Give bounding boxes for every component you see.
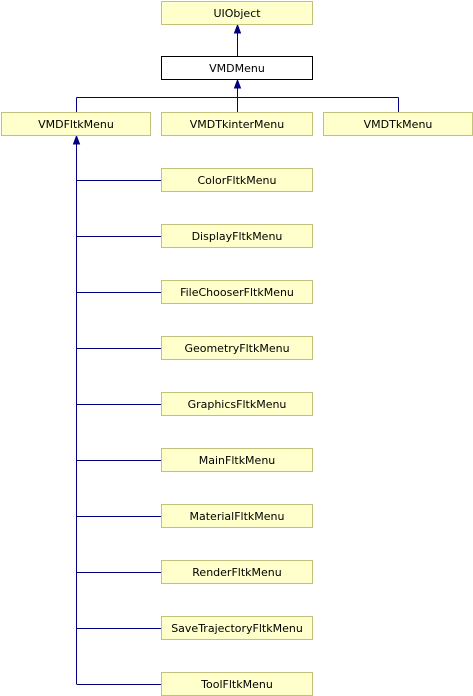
arrowhead-vmdfltkmenu [72,134,81,145]
inheritance-edges [72,23,399,685]
class-node-displayfltkmenu[interactable]: DisplayFltkMenu [161,224,313,248]
class-node-label: GraphicsFltkMenu [188,398,287,411]
class-node-graphicsfltkmenu[interactable]: GraphicsFltkMenu [161,392,313,416]
class-node-label: ColorFltkMenu [198,174,277,187]
class-node-mainfltkmenu[interactable]: MainFltkMenu [161,448,313,472]
class-node-box [161,616,313,640]
class-node-label: UIObject [213,7,261,20]
class-node-filechooserfltkmenu[interactable]: FileChooserFltkMenu [161,280,313,304]
class-node-vmdtkintermenu[interactable]: VMDTkinterMenu [161,112,313,136]
class-node-box [1,112,151,136]
class-node-box [161,1,313,25]
class-node-colorfltkmenu[interactable]: ColorFltkMenu [161,168,313,192]
class-node-label: RenderFltkMenu [192,566,281,579]
class-node-savetrajectoryfltkmenu[interactable]: SaveTrajectoryFltkMenu [161,616,313,640]
class-node-vmdmenu: VMDMenu [161,56,313,80]
class-node-label: MainFltkMenu [199,454,276,467]
class-node-label: VMDMenu [209,62,265,75]
class-node-label: SaveTrajectoryFltkMenu [171,622,303,635]
class-node-box [161,280,313,304]
class-node-label: DisplayFltkMenu [192,230,283,243]
arrowhead-vmdmenu [233,78,242,89]
class-node-toolfltkmenu[interactable]: ToolFltkMenu [161,672,313,696]
class-node-label: FileChooserFltkMenu [180,286,294,299]
class-node-materialfltkmenu[interactable]: MaterialFltkMenu [161,504,313,528]
class-node-box [161,336,313,360]
class-node-box [161,168,313,192]
class-node-box [161,504,313,528]
class-node-uiobject[interactable]: UIObject [161,1,313,25]
class-node-box [161,560,313,584]
class-node-vmdfltkmenu[interactable]: VMDFltkMenu [1,112,151,136]
class-node-label: MaterialFltkMenu [190,510,285,523]
class-node-box [161,56,313,80]
class-node-label: VMDTkinterMenu [190,118,284,131]
class-node-label: VMDTkMenu [364,118,433,131]
class-node-geometryfltkmenu[interactable]: GeometryFltkMenu [161,336,313,360]
class-node-box [161,448,313,472]
class-node-renderfltkmenu[interactable]: RenderFltkMenu [161,560,313,584]
class-node-box [161,392,313,416]
class-node-label: ToolFltkMenu [200,678,273,691]
class-node-box [161,224,313,248]
class-node-box [161,112,313,136]
arrowhead-uiobject [233,23,242,34]
class-node-vmdtkmenu[interactable]: VMDTkMenu [323,112,473,136]
class-node-label: GeometryFltkMenu [184,342,289,355]
class-node-label: VMDFltkMenu [38,118,114,131]
